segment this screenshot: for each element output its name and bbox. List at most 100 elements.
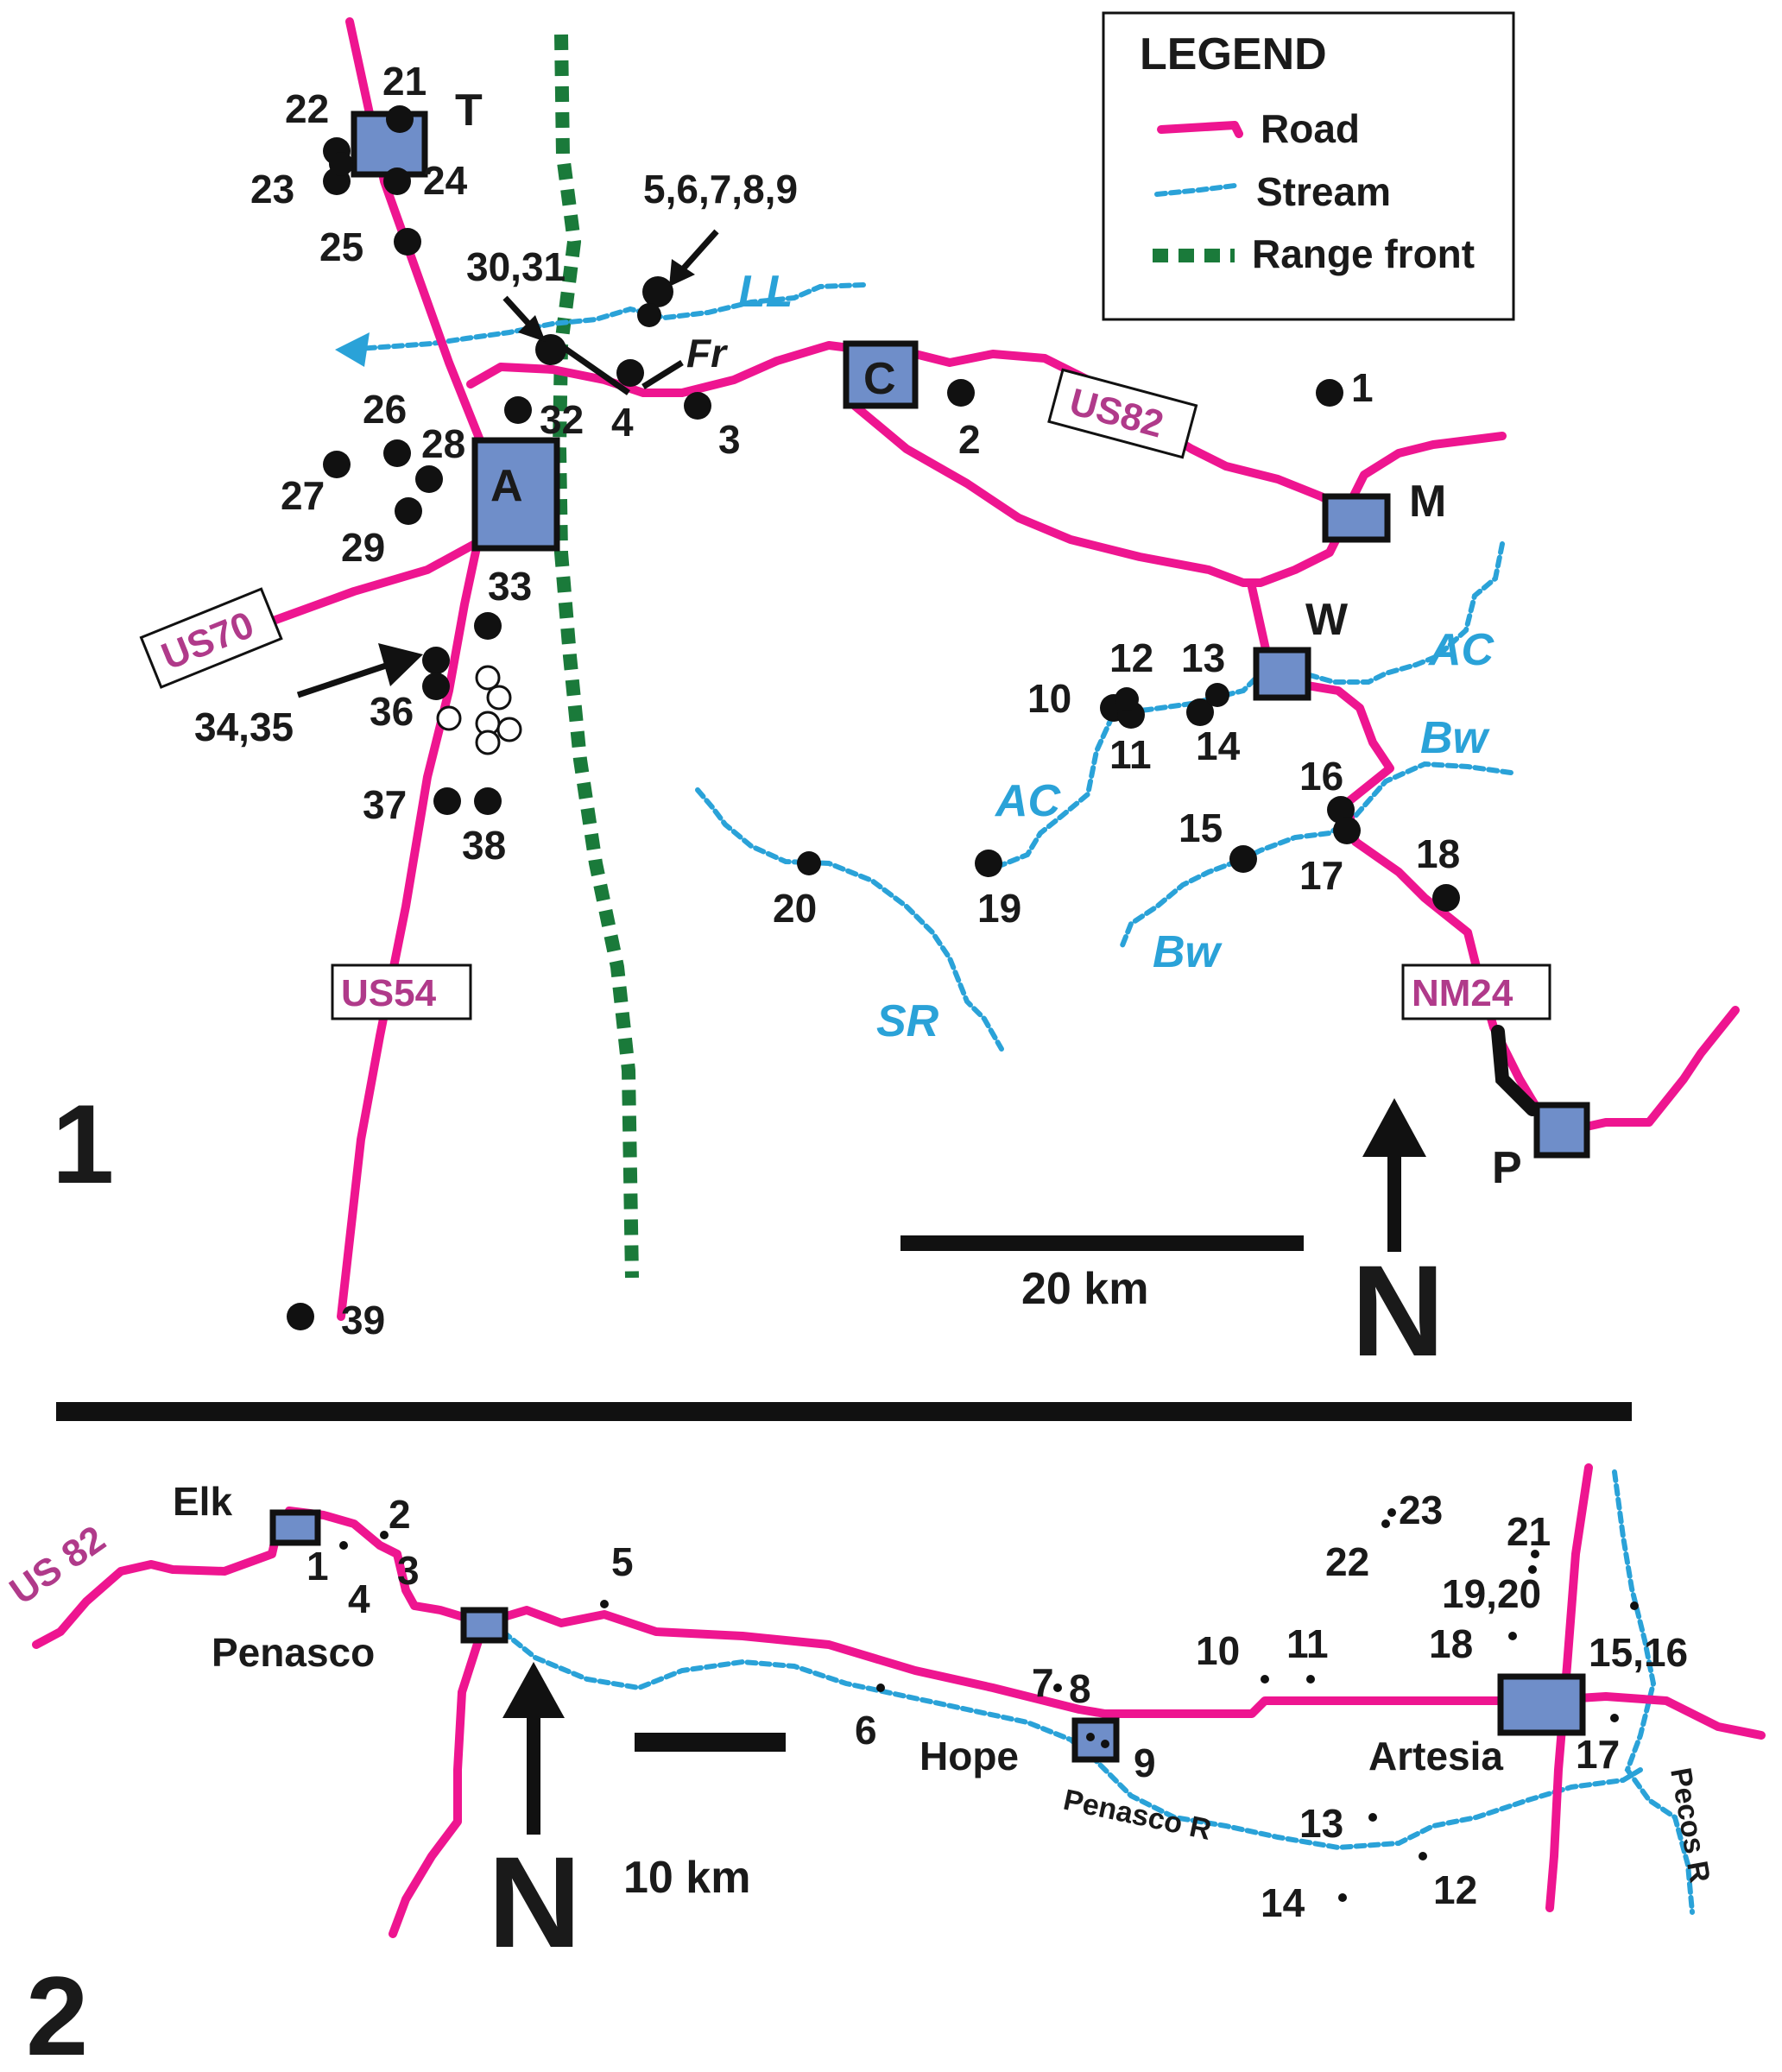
site2-label-23: 23 (1399, 1488, 1443, 1532)
legend-label-stream: Stream (1256, 169, 1391, 214)
legend-stream-swatch (1154, 183, 1237, 197)
site2-label-11: 11 (1286, 1621, 1329, 1666)
site-label-22: 22 (285, 86, 329, 131)
stream-label-bw-south: Bw (1153, 927, 1223, 977)
panel-number-1: 1 (52, 1081, 114, 1207)
stream-label-bw-east: Bw (1420, 713, 1491, 763)
north-label-panel1: N (1351, 1238, 1444, 1383)
site-dots-panel1 (287, 105, 1460, 1330)
town-w (1253, 647, 1311, 701)
site-label-26: 26 (363, 387, 407, 432)
site-label-27: 27 (281, 473, 325, 518)
stream-label-ac-east: AC (1427, 625, 1495, 675)
site-label-10: 10 (1027, 676, 1071, 721)
site-label-4: 4 (611, 400, 634, 445)
town-m (1322, 493, 1391, 543)
road-m-east (1343, 432, 1507, 514)
site-label-33: 33 (488, 564, 532, 609)
range-front (552, 34, 639, 1279)
site2-label-17: 17 (1576, 1732, 1620, 1777)
site-label-28: 28 (421, 421, 465, 466)
site-label-1: 1 (1351, 365, 1374, 410)
stream-label-sr: SR (876, 996, 939, 1046)
town-label-a: A (490, 461, 523, 511)
road-us54 (337, 17, 488, 1321)
site-label-37: 37 (363, 782, 407, 827)
scale-label-panel2: 10 km (623, 1853, 750, 1903)
road-label-us82-panel2: US 82 (3, 1518, 113, 1613)
site-label-14: 14 (1196, 723, 1241, 768)
site-label-15: 15 (1179, 805, 1223, 850)
legend-label-range: Range front (1252, 231, 1475, 276)
stream-sr (695, 787, 1004, 1052)
town-label-p: P (1492, 1143, 1522, 1193)
site2-label-18: 18 (1429, 1621, 1473, 1666)
site2-label-10: 10 (1196, 1628, 1240, 1673)
road-label-nm24: NM24 (1412, 972, 1513, 1014)
town-c (843, 340, 919, 409)
site-label-30-31: 30,31 (466, 244, 566, 289)
town-label-artesia: Artesia (1368, 1734, 1503, 1778)
site-label-21: 21 (382, 59, 427, 104)
town-label-w: W (1305, 595, 1349, 645)
site2-label-1: 1 (306, 1544, 329, 1589)
stream-label-fr: Fr (686, 331, 728, 376)
site2-label-9: 9 (1134, 1740, 1156, 1785)
legend-road-swatch (1157, 121, 1243, 138)
road-nm24-black (1491, 1025, 1539, 1116)
town-penasco (460, 1607, 509, 1644)
site-label-25: 25 (319, 224, 363, 269)
town-artesia (1497, 1673, 1586, 1736)
stream-ll-arrowhead (335, 332, 370, 367)
town-label-penasco: Penasco (212, 1630, 375, 1675)
site2-label-4: 4 (348, 1576, 370, 1621)
road-label-us54: US54 (341, 972, 437, 1014)
town-label-c: C (863, 354, 896, 404)
road-penasco-south (389, 1620, 488, 1938)
site-label-12: 12 (1109, 635, 1153, 680)
legend-title: LEGEND (1140, 29, 1327, 79)
site-label-29: 29 (341, 525, 385, 570)
road-badge-us82: US82 (1047, 368, 1198, 459)
road-badge-us70: US70 (139, 587, 283, 689)
stream-bw (1120, 761, 1513, 948)
site2-label-15-16: 15,16 (1589, 1630, 1688, 1675)
site2-label-7: 7 (1032, 1660, 1054, 1705)
north-arrow-panel2 (502, 1662, 565, 1835)
site-label-13: 13 (1181, 635, 1225, 680)
town-label-hope: Hope (919, 1734, 1019, 1778)
site-label-11: 11 (1109, 732, 1152, 777)
site-label-36: 36 (370, 689, 414, 734)
legend-box (1102, 11, 1515, 321)
town-p (1533, 1102, 1590, 1159)
north-label-panel2: N (488, 1829, 581, 1974)
road-badge-nm24-box (1401, 963, 1551, 1020)
legend-label-road: Road (1261, 106, 1360, 151)
site-label-18: 18 (1416, 831, 1460, 876)
town-label-elk: Elk (173, 1479, 232, 1524)
site2-label-12: 12 (1433, 1867, 1477, 1912)
panel-number-2: 2 (26, 1953, 88, 2072)
site-label-5-9: 5,6,7,8,9 (643, 167, 798, 212)
site-label-23: 23 (250, 167, 294, 212)
stream-ll (343, 282, 866, 352)
site-label-20: 20 (773, 886, 817, 931)
site-label-24: 24 (423, 158, 468, 203)
site2-label-19-20: 19,20 (1442, 1571, 1541, 1616)
site-label-2: 2 (958, 417, 981, 462)
site-label-17: 17 (1299, 853, 1343, 898)
stream-label-pecos-r: Pecos R (1664, 1766, 1716, 1886)
stream-label-penasco-r: Penasco R (1060, 1784, 1214, 1847)
town-a (471, 437, 560, 552)
site-label-3: 3 (718, 417, 741, 462)
road-us70 (255, 540, 479, 630)
site2-label-22: 22 (1325, 1539, 1369, 1584)
stream-label-ll: LL (738, 267, 793, 317)
site-label-39: 39 (341, 1298, 385, 1342)
stream-pecos-r (1612, 1469, 1695, 1915)
site2-label-21: 21 (1507, 1509, 1551, 1554)
site-label-38: 38 (462, 823, 506, 868)
north-arrow-panel1 (1362, 1098, 1426, 1252)
